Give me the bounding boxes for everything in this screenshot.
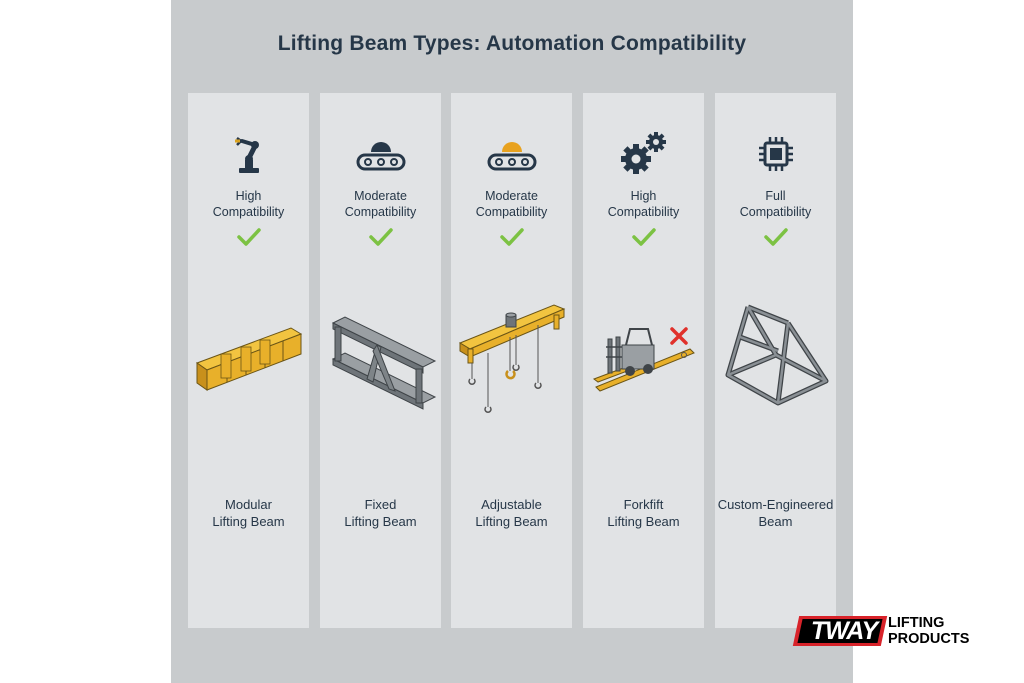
card-adjustable-lifting-beam: Moderate Compatibility <box>451 93 572 628</box>
beam-name-sub: Beam <box>758 514 793 529</box>
logo-line-2: PRODUCTS <box>888 631 970 647</box>
infographic-panel: Lifting Beam Types: Automation Compatibi… <box>171 0 853 683</box>
beam-name-sub: Lifting Beam <box>344 514 417 529</box>
check-icon <box>764 228 788 246</box>
gears-icon <box>620 132 666 174</box>
compat-label: Compatibility <box>739 205 812 219</box>
compat-label: Compatibility <box>607 205 680 219</box>
page-title: Lifting Beam Types: Automation Compatibi… <box>277 32 747 55</box>
check-icon <box>237 228 261 246</box>
logo-line-1: LIFTING <box>888 615 945 631</box>
beam-name: Fixed <box>364 497 397 512</box>
compat-level: Full <box>765 189 786 203</box>
compat-level: High <box>630 189 657 203</box>
card-forkfift-lifting-beam: High Compatibility Forkfift <box>583 93 704 628</box>
forklift-beam-illustration <box>592 327 695 392</box>
beam-name: Modular <box>225 497 272 512</box>
tway-logo: TWAY LIFTING PRODUCTS <box>792 614 969 650</box>
robot-arm-icon <box>234 137 259 173</box>
compat-level: Moderate <box>354 189 407 203</box>
card-fixed-lifting-beam: Moderate Compatibility Fixed Lifting Bea… <box>320 93 441 628</box>
beam-name: Adjustable <box>481 497 542 512</box>
card-custom-engineered-beam: Full Compatibility <box>715 93 836 628</box>
check-icon <box>369 228 393 246</box>
compat-level: High <box>235 189 262 203</box>
conveyor-icon <box>487 142 536 171</box>
check-icon <box>500 228 524 246</box>
beam-name-sub: Lifting Beam <box>475 514 548 529</box>
check-icon <box>632 228 656 246</box>
custom-frame-illustration <box>725 304 829 406</box>
beam-name-sub: Lifting Beam <box>212 514 285 529</box>
beam-name-sub: Lifting Beam <box>607 514 680 529</box>
modular-beam-illustration <box>195 327 303 391</box>
beam-name: Forkfift <box>623 497 664 512</box>
card-modular-lifting-beam: High Compatibility Modular Lifting Beam <box>188 93 309 628</box>
compat-label: Compatibility <box>344 205 417 219</box>
adjustable-beam-illustration <box>458 304 566 413</box>
compat-label: Compatibility <box>475 205 548 219</box>
beam-name: Custom-Engineered <box>717 497 834 512</box>
logo-brand: TWAY <box>810 617 878 645</box>
compat-level: Moderate <box>485 189 538 203</box>
compat-label: Compatibility <box>212 205 285 219</box>
chip-icon <box>758 137 793 171</box>
fixed-beam-illustration <box>331 316 437 410</box>
conveyor-icon <box>356 142 405 171</box>
